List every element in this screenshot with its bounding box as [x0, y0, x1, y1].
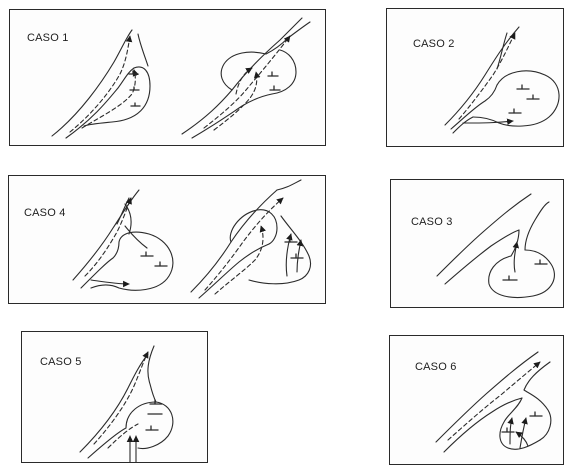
caso-4-diagram — [9, 176, 327, 305]
caso-6-panel: CASO 6 — [389, 335, 564, 465]
caso-6-diagram — [390, 336, 565, 466]
caso-3-panel: CASO 3 — [390, 179, 564, 308]
caso-5-diagram — [22, 332, 209, 464]
river-bank-left — [52, 30, 132, 136]
caso-2-panel: CASO 2 — [386, 8, 564, 147]
caso-3-diagram — [391, 180, 565, 309]
bulge-outline — [84, 67, 150, 126]
caso-5-panel: CASO 5 — [21, 331, 208, 463]
caso-1-diagram — [10, 10, 327, 147]
caso-2-diagram — [387, 9, 565, 148]
caso-1-panel: CASO 1 — [9, 9, 326, 146]
caso-4-panel: CASO 4 — [8, 175, 326, 304]
